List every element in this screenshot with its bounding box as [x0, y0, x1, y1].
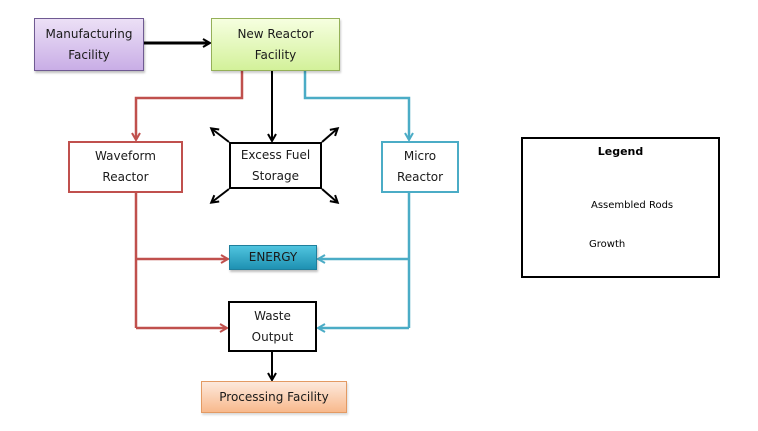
edge-new-reactor-to-micro	[303, 71, 409, 139]
legend: Legend Assembled Rods Growth	[521, 137, 720, 278]
node-label: Micro Reactor	[396, 149, 444, 184]
legend-title: Legend	[597, 145, 644, 158]
node-waveform-reactor: Waveform Reactor	[68, 141, 183, 193]
node-label: Waste Output	[251, 308, 294, 344]
growth-arrow-top-left	[212, 129, 230, 143]
node-label: Excess Fuel Storage	[240, 147, 311, 183]
node-micro-reactor: Micro Reactor	[381, 141, 459, 193]
legend-item-growth: Growth	[589, 239, 626, 250]
node-waste-output: Waste Output	[228, 301, 317, 352]
growth-arrow-bottom-right	[321, 188, 337, 202]
growth-arrow-bottom-left	[212, 188, 230, 202]
node-manufacturing-facility: Manufacturing Facility	[34, 18, 144, 71]
node-processing-facility: Processing Facility	[201, 381, 347, 413]
node-label: New Reactor Facility	[237, 26, 314, 62]
node-energy: ENERGY	[229, 245, 317, 270]
node-new-reactor-facility: New Reactor Facility	[211, 18, 340, 71]
node-label: Waveform Reactor	[95, 149, 156, 184]
node-excess-fuel-storage: Excess Fuel Storage	[229, 142, 322, 189]
node-label: Processing Facility	[219, 389, 329, 404]
node-label: Manufacturing Facility	[45, 26, 133, 62]
growth-arrow-top-right	[321, 129, 337, 143]
edge-new-reactor-to-waveform	[136, 71, 244, 139]
legend-item-assembled-rods: Assembled Rods	[591, 200, 674, 211]
node-label: ENERGY	[248, 250, 298, 264]
